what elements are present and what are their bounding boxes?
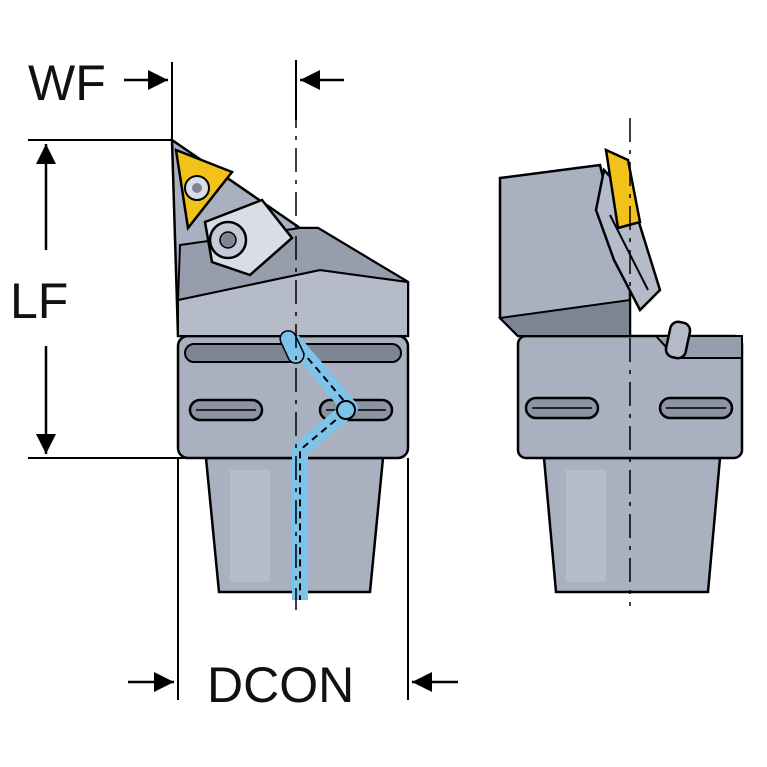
front-view — [170, 60, 410, 610]
dcon-label: DCON — [207, 657, 354, 713]
lf-label: LF — [10, 273, 68, 329]
front-coolant-outlet — [336, 400, 356, 420]
dimension-lines — [28, 60, 458, 700]
side-view — [497, 118, 744, 606]
side-insert — [604, 147, 642, 230]
side-coolant-nozzle — [664, 320, 692, 360]
front-shank-highlight — [230, 470, 270, 582]
wf-label: WF — [28, 55, 106, 111]
